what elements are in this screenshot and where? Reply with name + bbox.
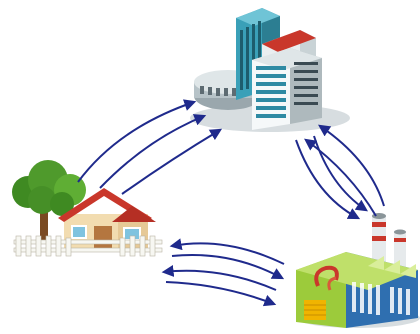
office-building-icon xyxy=(190,8,350,132)
arrow-household-to-factory-2 xyxy=(165,281,277,307)
arrow-factory-to-company-1 xyxy=(318,124,385,207)
arrow-household-to-company-3 xyxy=(121,128,223,195)
arrow-household-to-factory-1 xyxy=(171,253,285,280)
flow-arrows xyxy=(77,99,385,307)
house-with-tree-icon xyxy=(12,160,163,257)
arrow-factory-to-household-2 xyxy=(161,265,277,291)
factory-icon xyxy=(296,213,420,328)
arrow-household-to-company-1 xyxy=(77,99,197,183)
arrow-household-to-company-2 xyxy=(99,114,207,189)
arrow-factory-to-company-2 xyxy=(304,138,377,217)
arrow-factory-to-household-1 xyxy=(169,238,285,265)
arrow-company-to-factory-2 xyxy=(313,135,368,212)
arrow-company-to-factory-1 xyxy=(295,139,361,220)
